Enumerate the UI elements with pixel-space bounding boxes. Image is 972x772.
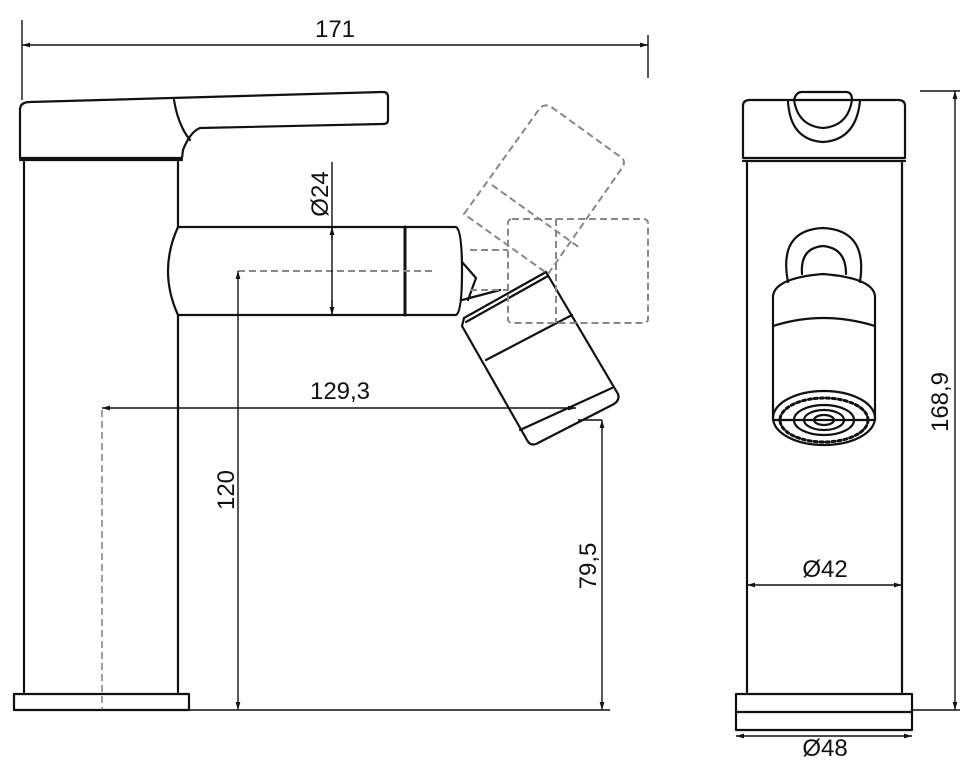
dim-spout-reach: 129,3 bbox=[101, 378, 576, 710]
dim-label-79-5: 79,5 bbox=[575, 543, 602, 590]
dim-spout-height: 120 bbox=[213, 271, 241, 710]
dim-label-171: 171 bbox=[315, 16, 355, 43]
side-view bbox=[12, 90, 649, 712]
dim-label-120: 120 bbox=[213, 470, 240, 510]
dim-label-d42: Ø42 bbox=[802, 556, 847, 583]
aerator-straight-dashed bbox=[470, 218, 649, 324]
spout bbox=[166, 225, 502, 317]
dim-base-diameter: Ø48 bbox=[736, 733, 912, 762]
aerator-tilted-up-dashed bbox=[462, 104, 625, 276]
aerator-tilted-down bbox=[460, 270, 620, 446]
aerator-front bbox=[771, 226, 877, 447]
dim-label-129-3: 129,3 bbox=[310, 378, 370, 405]
dim-label-d24: Ø24 bbox=[307, 171, 334, 216]
dim-label-168-9: 168,9 bbox=[927, 372, 954, 432]
dim-overall-height: 168,9 bbox=[912, 90, 960, 711]
dim-spout-diameter: Ø24 bbox=[307, 162, 335, 315]
dim-overall-length: 171 bbox=[21, 16, 649, 100]
dim-body-diameter: Ø42 bbox=[747, 556, 902, 588]
front-view bbox=[734, 90, 914, 732]
handle-lever bbox=[18, 90, 390, 162]
dim-outlet-height: 79,5 bbox=[575, 419, 605, 710]
dim-label-d48: Ø48 bbox=[802, 735, 847, 762]
